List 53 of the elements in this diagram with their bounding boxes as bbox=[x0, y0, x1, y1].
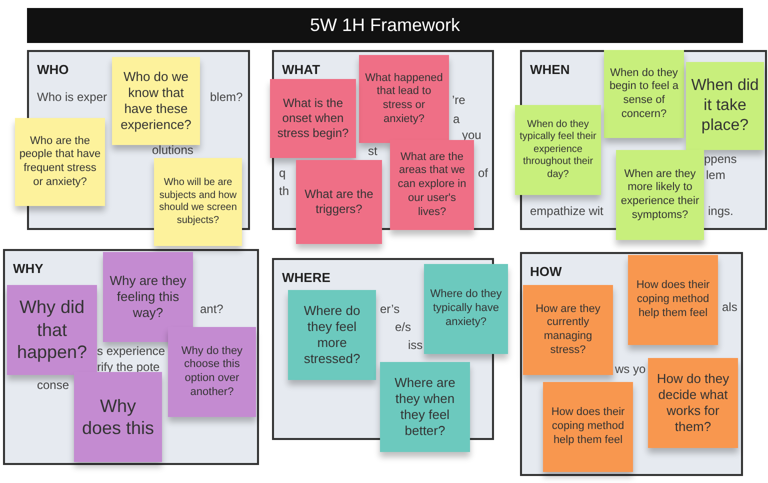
sticky-note: Where do they feel more stressed? bbox=[288, 290, 376, 380]
sticky-note: Who are the people that have frequent stress or anxiety? bbox=[15, 118, 105, 206]
sticky-note: What is the onset when stress begin? bbox=[270, 79, 356, 158]
sticky-note: When do they begin to feel a sense of concern? bbox=[604, 50, 684, 138]
body-text: ws yo bbox=[615, 362, 646, 376]
category-panel bbox=[3, 249, 259, 465]
sticky-note: Why does this bbox=[74, 372, 162, 462]
sticky-note: How do they decide what works for them? bbox=[648, 358, 738, 448]
body-text: a bbox=[453, 112, 460, 126]
sticky-note: What are the triggers? bbox=[296, 160, 382, 244]
body-text: th bbox=[279, 184, 290, 198]
body-text: olutions bbox=[152, 143, 194, 157]
sticky-note: Why are they feeling this way? bbox=[103, 252, 193, 342]
panel-heading: WHEN bbox=[530, 62, 570, 77]
body-text: iss bbox=[408, 338, 423, 352]
body-text: er’s bbox=[380, 302, 400, 316]
sticky-note: Who will be are subjects and how should we screen subjects? bbox=[154, 158, 242, 246]
sticky-note: When are they more likely to experience their symptoms? bbox=[616, 150, 704, 240]
panel-heading: WHERE bbox=[282, 270, 330, 285]
sticky-note: How does their coping method help them feel bbox=[628, 255, 718, 345]
sticky-note: Why did that happen? bbox=[7, 285, 97, 375]
body-text: ’re bbox=[452, 93, 466, 107]
body-text: blem? bbox=[210, 90, 243, 104]
body-text: Who is exper bbox=[37, 90, 108, 104]
body-text: conse bbox=[37, 378, 70, 392]
body-text: s experience bbox=[97, 344, 166, 358]
body-text: you bbox=[462, 128, 482, 142]
title-banner: 5W 1H Framework bbox=[27, 8, 743, 43]
sticky-note: Where are they when they feel better? bbox=[380, 362, 470, 452]
panel-heading: WHO bbox=[37, 62, 69, 77]
body-text: e/s bbox=[395, 320, 412, 334]
panel-heading: HOW bbox=[530, 264, 562, 279]
sticky-note: When did it take place? bbox=[686, 62, 764, 150]
sticky-note: What happened that lead to stress or anxiety? bbox=[359, 55, 449, 143]
body-text: ppens bbox=[704, 152, 737, 166]
sticky-note: Where do they typically have anxiety? bbox=[424, 264, 508, 354]
body-text: ant? bbox=[200, 302, 224, 316]
sticky-note: Who do we know that have these experience? bbox=[112, 57, 200, 145]
sticky-note: How does their coping method help them feel bbox=[543, 382, 633, 472]
body-text: of bbox=[478, 166, 488, 180]
body-text: q bbox=[279, 166, 286, 180]
body-text: als bbox=[722, 300, 738, 314]
panel-heading: WHY bbox=[13, 261, 44, 276]
category-panel bbox=[520, 252, 743, 476]
sticky-note: What are the areas that we can explore in our user's lives? bbox=[390, 140, 474, 230]
body-text: st bbox=[368, 144, 378, 158]
panel-heading: WHAT bbox=[282, 62, 320, 77]
body-text: lem bbox=[706, 168, 726, 182]
body-text: empathize wit bbox=[530, 204, 604, 218]
body-text: ings. bbox=[708, 204, 734, 218]
sticky-note: How are they currently managing stress? bbox=[523, 285, 613, 375]
sticky-note: Why do they choose this option over another? bbox=[168, 327, 256, 417]
sticky-note: When do they typically feel their experience throughout their day? bbox=[515, 105, 601, 195]
